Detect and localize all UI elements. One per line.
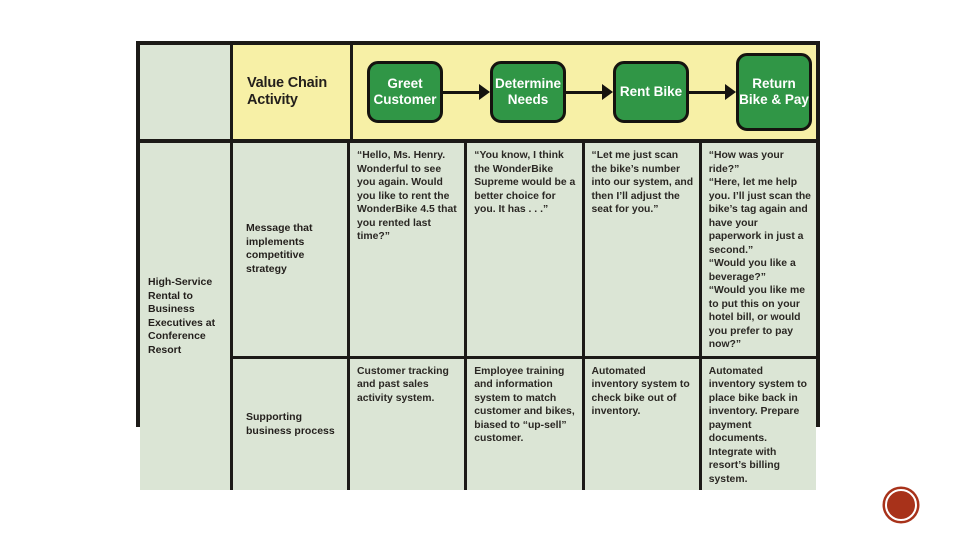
value-chain-flow: Greet Customer Determine Needs Rent Bike… [353,45,816,139]
table-row: Message that implements competitive stra… [233,143,816,359]
cell-text: Automated inventory system to check bike… [591,365,690,418]
cell-message-rent-bike: “Let me just scan the bike’s number into… [584,143,702,356]
arrow-right-icon [443,81,490,103]
decorative-dot-icon [885,489,917,521]
flow-node-determine-needs[interactable]: Determine Needs [490,61,566,123]
matrix-header-row: Value Chain Activity Greet Customer Dete… [140,45,816,143]
flow-node-label: Determine Needs [494,76,562,107]
cell-text: Automated inventory system to place bike… [708,365,807,485]
value-chain-activity-label: Value Chain Activity [247,74,327,108]
matrix-rows: Message that implements competitive stra… [233,143,816,491]
row-cells: “Hello, Ms. Henry. Wonderful to see you … [350,143,816,356]
flow-node-label: Return Bike & Pay [739,76,809,107]
arrow-right-icon [566,81,613,103]
cell-process-greet-customer: Customer tracking and past sales activit… [350,358,468,491]
cell-process-rent-bike: Automated inventory system to check bike… [584,358,702,491]
flow-node-label: Greet Customer [373,76,437,107]
arrow-right-icon [689,81,736,103]
cell-text: “You know, I think the WonderBike Suprem… [474,150,576,216]
scenario-label: High-Service Rental to Business Executiv… [148,276,216,356]
cell-text: Customer tracking and past sales activit… [357,365,449,404]
flow-node-greet-customer[interactable]: Greet Customer [367,61,443,123]
flow-node-rent-bike[interactable]: Rent Bike [613,61,689,123]
row-label-text: Supporting business process [246,410,335,437]
scenario-label-cell: High-Service Rental to Business Executiv… [140,143,233,491]
value-chain-matrix: Value Chain Activity Greet Customer Dete… [136,41,820,491]
cell-message-determine-needs: “You know, I think the WonderBike Suprem… [467,143,585,356]
row-label-supporting-process: Supporting business process [233,358,350,491]
cell-text: Employee training and information system… [474,365,575,445]
flow-node-return-bike-and-pay[interactable]: Return Bike & Pay [736,53,812,131]
row-cells: Customer tracking and past sales activit… [350,358,816,491]
cell-process-return-bike-and-pay: Automated inventory system to place bike… [701,358,816,491]
row-label-message-strategy: Message that implements competitive stra… [233,143,350,356]
row-label-text: Message that implements competitive stra… [246,222,313,275]
cell-process-determine-needs: Employee training and information system… [467,358,585,491]
matrix-body: High-Service Rental to Business Executiv… [140,143,816,491]
cell-text: “Hello, Ms. Henry. Wonderful to see you … [357,150,457,243]
header-corner-cell [140,45,233,139]
cell-text: “Let me just scan the bike’s number into… [591,150,694,216]
flow-node-label: Rent Bike [619,84,683,100]
cell-text: “How was your ride?” “Here, let me help … [708,150,811,351]
cell-message-return-bike-and-pay: “How was your ride?” “Here, let me help … [701,143,816,356]
cell-message-greet-customer: “Hello, Ms. Henry. Wonderful to see you … [350,143,468,356]
value-chain-activity-header: Value Chain Activity [233,45,353,139]
table-row: Supporting business process Customer tra… [233,358,816,491]
